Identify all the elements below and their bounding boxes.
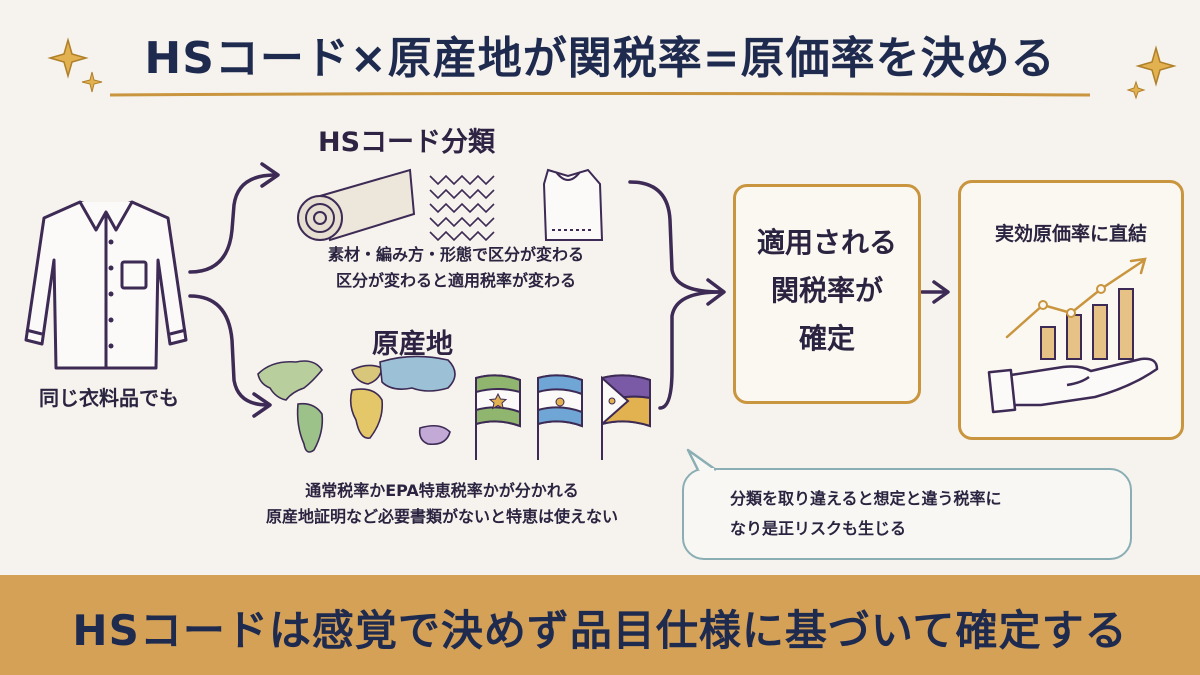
tariff-box-text: 適用される 関税率が 確定 — [736, 187, 918, 363]
tariff-box-line1: 適用される — [756, 226, 897, 259]
fabric-roll-icon — [297, 168, 416, 242]
title-underline — [109, 92, 1091, 97]
garment-pattern-icon — [542, 168, 604, 241]
tariff-box-line3: 確定 — [798, 322, 855, 355]
shirt-icon — [24, 200, 188, 370]
page-title: HSコード×原産地が関税率=原価率を決める — [144, 33, 1056, 84]
hs-desc: 素材・編み方・形態で区分が変わる 区分が変わると適用税率が変わる — [276, 242, 636, 294]
origin-section-title: 原産地 — [372, 329, 453, 360]
tariff-box-line2: 関税率が — [770, 274, 883, 307]
bottom-banner — [0, 575, 1200, 675]
hs-desc-line1: 素材・編み方・形態で区分が変わる — [327, 245, 584, 264]
tariff-box: 適用される 関税率が 確定 — [733, 184, 921, 404]
hs-desc-line2: 区分が変わると適用税率が変わる — [335, 271, 576, 290]
bubble-text: 分類を取り違えると想定と違う税率に なり是正リスクも生じる — [684, 470, 1130, 544]
cost-chart-hand-icon — [987, 257, 1159, 414]
origin-icons — [257, 355, 651, 460]
sparkle-icon-right — [1126, 45, 1177, 100]
bubble-line1: 分類を取り違えると想定と違う税率に — [730, 489, 1002, 508]
bubble-tail — [686, 448, 717, 472]
bottom-banner-text: HSコードは感覚で決めず品目仕様に基づいて確定する — [72, 606, 1128, 655]
origin-desc-line2: 原産地証明など必要書類がないと特恵は使えない — [265, 507, 618, 526]
hs-section-title: HSコード分類 — [318, 127, 496, 158]
knit-icon — [429, 174, 495, 242]
cost-rate-box: 実効原価率に直結 — [958, 180, 1184, 440]
sparkle-icon-left — [47, 37, 103, 93]
hs-material-icons — [297, 168, 604, 242]
origin-desc: 通常税率かEPA特恵税率かが分かれる 原産地証明など必要書類がないと特恵は使えな… — [232, 478, 652, 530]
bubble-line2: なり是正リスクも生じる — [730, 519, 907, 538]
flag-icon-sun — [537, 374, 583, 460]
left-label: 同じ衣料品でも — [39, 386, 179, 410]
cost-rate-title: 実効原価率に直結 — [994, 223, 1147, 245]
world-map-icon — [257, 355, 456, 453]
flag-icon-triangle — [601, 374, 651, 460]
flag-icon-star — [475, 374, 521, 460]
origin-desc-line1: 通常税率かEPA特恵税率かが分かれる — [305, 481, 579, 500]
warning-bubble: 分類を取り違えると想定と違う税率に なり是正リスクも生じる — [682, 468, 1132, 560]
